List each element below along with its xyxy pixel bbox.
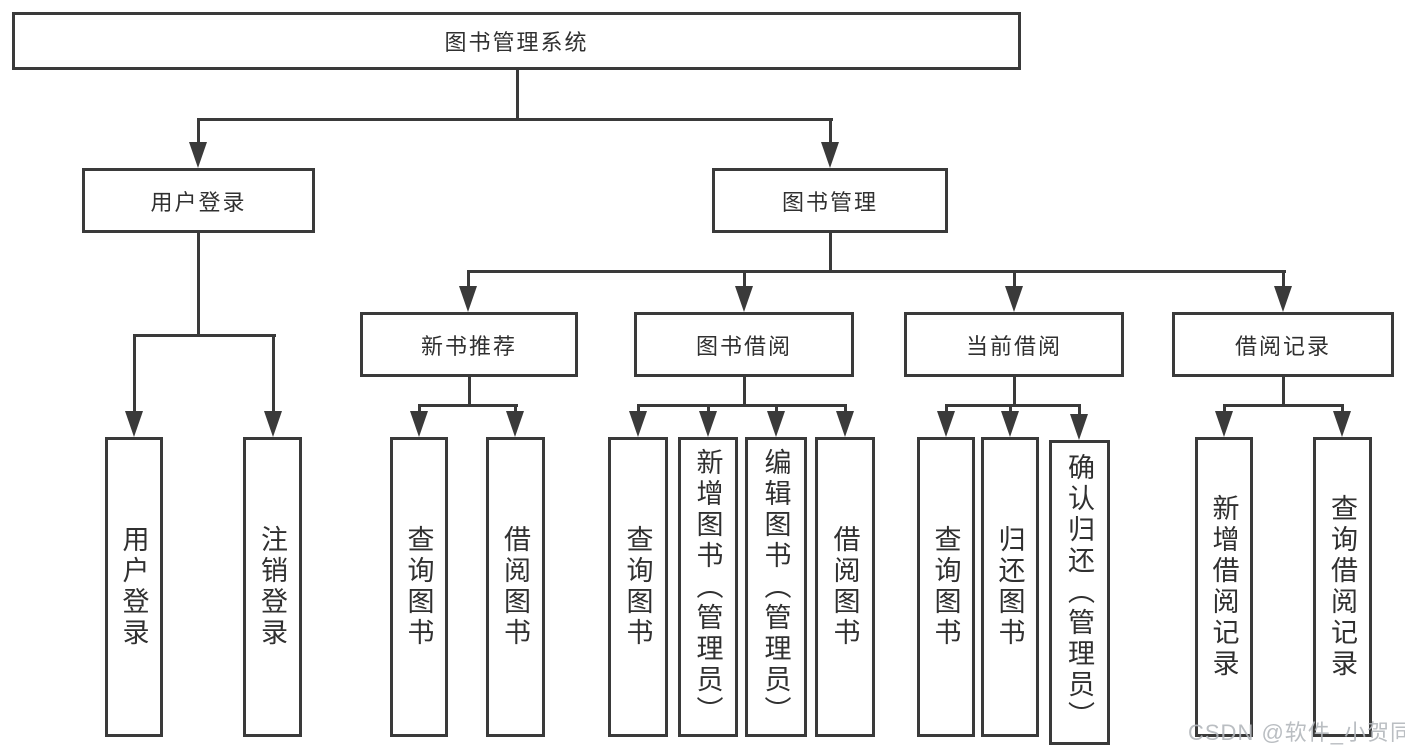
connector-line <box>418 404 421 413</box>
connector-line <box>707 404 710 413</box>
connector-line <box>1282 375 1285 406</box>
leaf-label: 新增借阅记录 <box>1208 494 1239 680</box>
connector-line <box>1341 404 1344 413</box>
connector-line <box>945 404 1081 407</box>
leaf-logout-login: 注销登录 <box>243 437 302 737</box>
connector-line <box>197 118 200 142</box>
connector-line <box>1013 270 1016 286</box>
connector-line <box>1013 375 1016 406</box>
connector-line <box>197 231 200 336</box>
arrow-down-icon <box>410 411 428 437</box>
leaf-label: 确认归还（管理员） <box>1064 453 1094 732</box>
watermark: CSDN @软件_小贺同学 <box>1188 720 1405 745</box>
connector-line <box>829 118 832 142</box>
connector-line <box>468 375 471 406</box>
arrow-down-icon <box>836 411 854 437</box>
connector-line <box>743 375 746 406</box>
arrow-down-icon <box>459 286 477 312</box>
leaf-label: 查询图书 <box>930 525 961 649</box>
leaf-newbooks-borrow-books: 借阅图书 <box>486 437 545 737</box>
arrow-down-icon <box>1274 286 1292 312</box>
leaf-label: 借阅图书 <box>500 525 530 649</box>
connector-line <box>1282 270 1285 286</box>
leaf-records-query-borrow-record: 查询借阅记录 <box>1313 437 1372 737</box>
connector-line <box>272 334 275 411</box>
connector-line <box>467 270 470 286</box>
connector-line <box>743 270 746 286</box>
arrow-down-icon <box>821 142 839 168</box>
leaf-label: 查询图书 <box>403 525 434 649</box>
leaf-label: 归还图书 <box>994 525 1025 649</box>
leaf-current-return-books: 归还图书 <box>981 437 1039 737</box>
arrow-down-icon <box>1070 414 1088 440</box>
connector-line <box>467 270 1286 273</box>
connector-line <box>844 404 847 413</box>
leaf-current-confirm-return-admin: 确认归还（管理员） <box>1049 440 1110 745</box>
node-library-management-system: 图书管理系统 <box>12 12 1021 70</box>
arrow-down-icon <box>1005 286 1023 312</box>
arrow-down-icon <box>699 411 717 437</box>
leaf-current-query-books: 查询图书 <box>917 437 975 737</box>
leaf-label: 查询借阅记录 <box>1327 494 1357 680</box>
arrow-down-icon <box>629 411 647 437</box>
connector-line <box>516 70 519 120</box>
leaf-newbooks-query-books: 查询图书 <box>390 437 448 737</box>
connector-line <box>133 334 276 337</box>
arrow-down-icon <box>189 142 207 168</box>
arrow-down-icon <box>937 411 955 437</box>
leaf-borrowing-query-books: 查询图书 <box>608 437 668 737</box>
arrow-down-icon <box>264 411 282 437</box>
arrow-down-icon <box>1333 411 1351 437</box>
leaf-borrowing-borrow-books: 借阅图书 <box>815 437 875 737</box>
connector-line <box>637 404 640 413</box>
arrow-down-icon <box>125 411 143 437</box>
leaf-label: 新增图书（管理员） <box>692 447 723 727</box>
connector-line <box>945 404 948 413</box>
connector-line <box>133 334 136 411</box>
connector-line <box>637 404 847 407</box>
node-book-borrowing: 图书借阅 <box>634 312 854 377</box>
leaf-label: 用户登录 <box>118 525 149 649</box>
node-book-management: 图书管理 <box>712 168 948 233</box>
leaf-borrowing-edit-books-admin: 编辑图书（管理员） <box>745 437 807 737</box>
node-borrowing-records: 借阅记录 <box>1172 312 1394 377</box>
arrow-down-icon <box>1215 411 1233 437</box>
node-current-borrowing: 当前借阅 <box>904 312 1124 377</box>
arrow-down-icon <box>735 286 753 312</box>
connector-line <box>829 231 832 272</box>
leaf-label: 注销登录 <box>257 525 287 649</box>
arrow-down-icon <box>767 411 785 437</box>
arrow-down-icon <box>506 411 524 437</box>
connector-line <box>775 404 778 413</box>
arrow-down-icon <box>1001 411 1019 437</box>
connector-line <box>1223 404 1344 407</box>
connector-line <box>418 404 518 407</box>
connector-line <box>1009 404 1012 413</box>
leaf-label: 查询图书 <box>622 525 653 649</box>
leaf-records-add-borrow-record: 新增借阅记录 <box>1195 437 1253 737</box>
leaf-label: 借阅图书 <box>829 525 860 649</box>
connector-line <box>197 118 833 121</box>
leaf-label: 编辑图书（管理员） <box>760 447 791 727</box>
leaf-borrowing-add-books-admin: 新增图书（管理员） <box>678 437 738 737</box>
node-new-book-recommendation: 新书推荐 <box>360 312 578 377</box>
connector-line <box>1223 404 1226 413</box>
node-user-login: 用户登录 <box>82 168 315 233</box>
connector-line <box>1078 404 1081 416</box>
connector-line <box>514 404 517 413</box>
leaf-user-login: 用户登录 <box>105 437 163 737</box>
